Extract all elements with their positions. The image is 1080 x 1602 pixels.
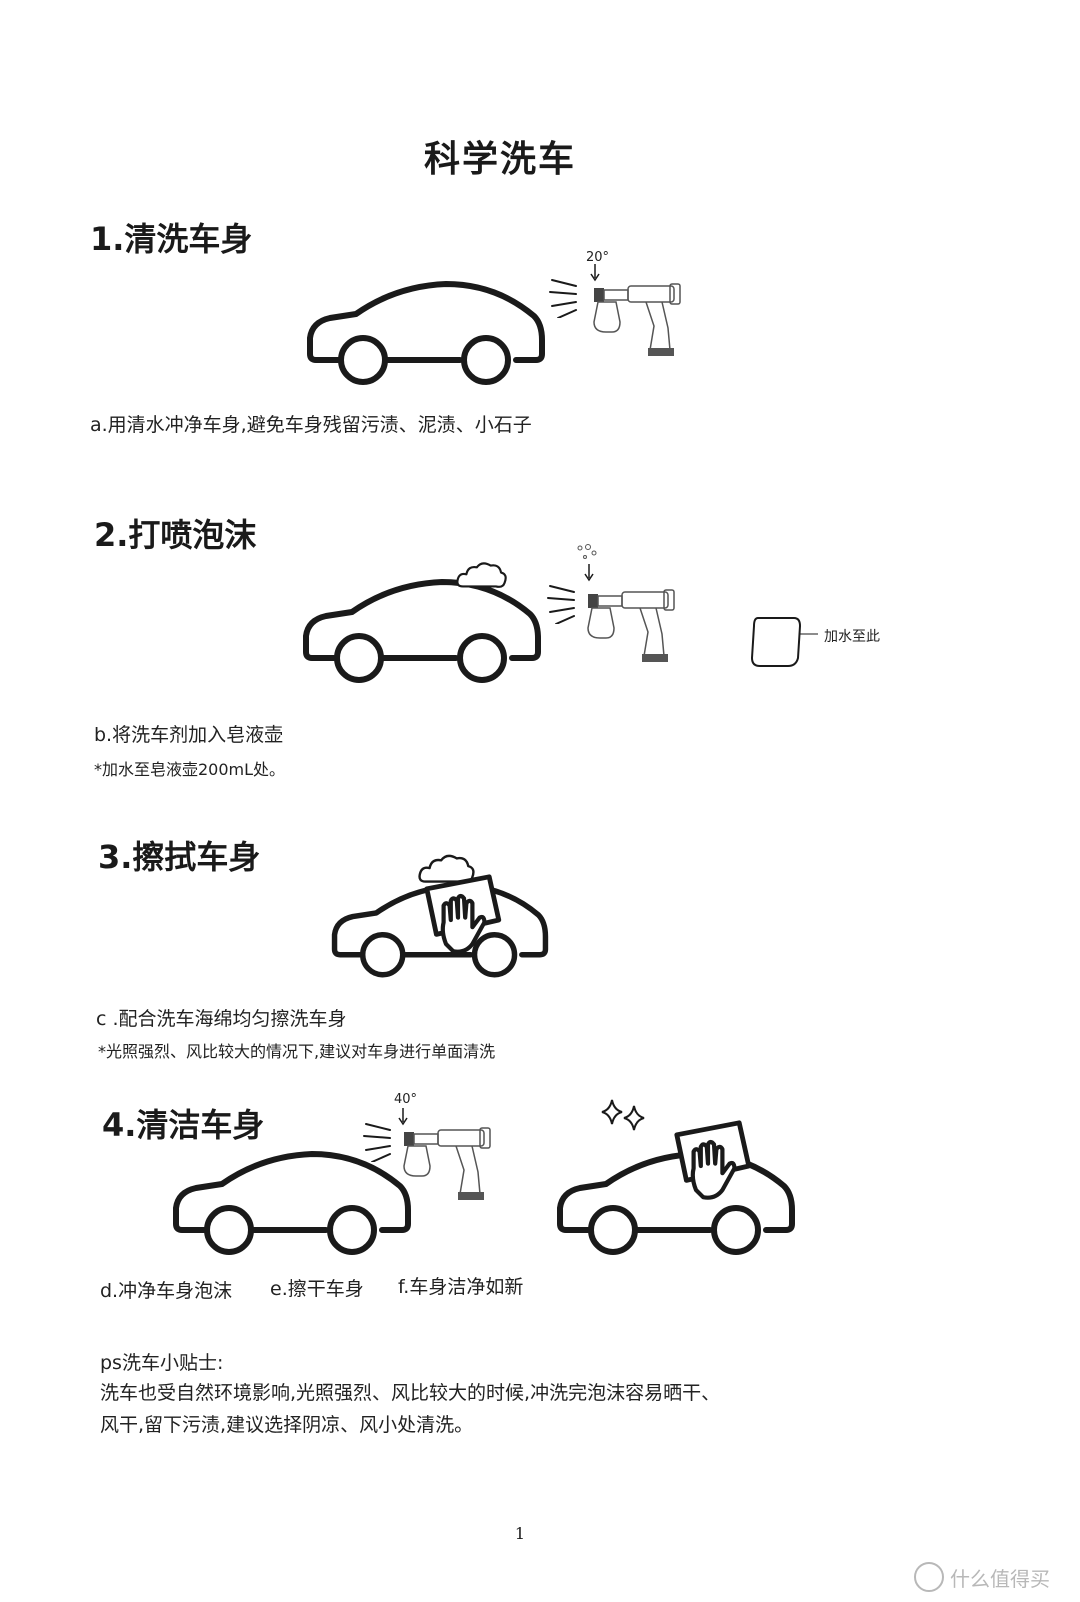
- caption-b: b.将洗车剂加入皂液壶: [94, 724, 284, 746]
- down-arrow-icon: [398, 1108, 408, 1126]
- caption-c: c .配合洗车海绵均匀擦洗车身: [96, 1008, 347, 1030]
- watermark: 什么值得买: [914, 1562, 1050, 1592]
- angle-label: 40°: [394, 1092, 418, 1107]
- down-arrow-icon: [584, 564, 594, 582]
- tips-line-1: 洗车也受自然环境影响,光照强烈、风比较大的时候,冲洗完泡沫容易晒干、: [100, 1382, 721, 1404]
- sparkle-icon: [602, 1098, 648, 1138]
- spray-lines: [548, 278, 578, 318]
- page-number: 1: [514, 1524, 526, 1543]
- bottle-icon: [750, 614, 820, 670]
- hand-sponge-icon: [660, 1118, 756, 1202]
- doc-title: 科学洗车: [423, 139, 576, 180]
- tips-line-2: 风干,留下污渍,建议选择阴凉、风小处清洗。: [100, 1414, 474, 1436]
- tips-title: ps洗车小贴士:: [100, 1352, 224, 1374]
- foam-gun-icon: [394, 1110, 504, 1210]
- section-4-heading: 4.清洁车身: [102, 1106, 265, 1144]
- note-c: *光照强烈、风比较大的情况下,建议对车身进行单面清洗: [98, 1042, 496, 1061]
- down-arrow-icon: [590, 264, 600, 282]
- section-3-heading: 3.擦拭车身: [98, 838, 261, 876]
- foam-gun-icon: [578, 572, 688, 672]
- car-icon: [172, 1150, 412, 1260]
- note-b: *加水至皂液壶200mL处。: [94, 760, 286, 779]
- caption-a: a.用清水冲净车身,避免车身残留污渍、泥渍、小石子: [90, 414, 532, 436]
- car-icon: [302, 578, 542, 688]
- spray-lines: [362, 1122, 392, 1162]
- angle-label: 20°: [586, 250, 610, 265]
- bottle-label: 加水至此: [824, 629, 880, 645]
- car-icon: [306, 280, 546, 390]
- hand-sponge-icon: [410, 872, 506, 956]
- section-2-heading: 2.打喷泡沫: [94, 516, 257, 554]
- foam-gun-icon: [584, 266, 694, 366]
- watermark-logo-icon: [914, 1562, 944, 1592]
- caption-f: f.车身洁净如新: [398, 1276, 524, 1298]
- bubbles-icon: [576, 544, 598, 562]
- foam-cloud-icon: [456, 560, 508, 592]
- caption-d: d.冲净车身泡沫: [100, 1280, 233, 1302]
- watermark-text: 什么值得买: [950, 1566, 1050, 1591]
- spray-lines: [546, 584, 576, 624]
- section-1-heading: 1.清洗车身: [90, 220, 253, 258]
- caption-e: e.擦干车身: [270, 1278, 364, 1300]
